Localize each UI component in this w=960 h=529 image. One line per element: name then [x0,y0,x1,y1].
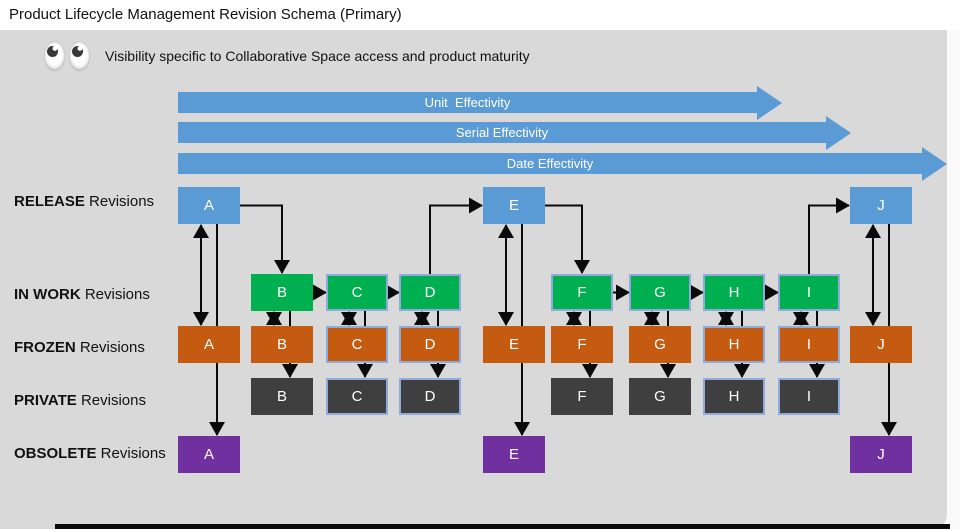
revision-box-release-E: E [483,187,545,224]
revision-box-inwork-H: H [703,274,765,311]
revision-box-obsolete-A: A [178,436,240,473]
revision-box-inwork-I: I [778,274,840,311]
revision-box-frozen-B: B [251,326,313,363]
revision-box-private-H: H [703,378,765,415]
row-label-release: RELEASE Revisions [14,193,154,210]
revision-box-private-C: C [326,378,388,415]
row-label-private: PRIVATE Revisions [14,392,146,409]
revision-box-frozen-A: A [178,326,240,363]
revision-box-inwork-F: F [551,274,613,311]
revision-box-frozen-H: H [703,326,765,363]
row-label-obsolete: OBSOLETE Revisions [14,445,166,462]
revision-box-private-I: I [778,378,840,415]
row-label-inwork-suffix: Revisions [80,286,150,303]
row-label-obsolete-state: OBSOLETE [14,445,97,462]
revision-box-obsolete-J: J [850,436,912,473]
date-effectivity-label: Date Effectivity [506,156,594,171]
visibility-note: Visibility specific to Collaborative Spa… [105,48,530,64]
revision-box-frozen-I: I [778,326,840,363]
unit-effectivity-arrow: Unit Effectivity [178,92,757,113]
revision-box-inwork-G: G [629,274,691,311]
revision-box-obsolete-E: E [483,436,545,473]
row-label-release-suffix: Revisions [84,193,155,210]
row-label-frozen-suffix: Revisions [75,339,145,356]
eye-left-icon [44,41,65,70]
row-label-private-state: PRIVATE [14,392,77,409]
revision-box-release-A: A [178,187,240,224]
row-label-private-suffix: Revisions [76,392,146,409]
revision-box-frozen-F: F [551,326,613,363]
page-title: Product Lifecycle Management Revision Sc… [9,6,402,23]
revision-box-frozen-C: C [326,326,388,363]
revision-box-frozen-G: G [629,326,691,363]
eye-right-icon [69,41,90,70]
serial-effectivity-arrow: Serial Effectivity [178,122,826,143]
revision-box-private-F: F [551,378,613,415]
row-label-obsolete-suffix: Revisions [96,445,166,462]
revision-box-inwork-D: D [399,274,461,311]
revision-box-frozen-J: J [850,326,912,363]
revision-box-frozen-E: E [483,326,545,363]
date-effectivity-arrow: Date Effectivity [178,153,922,174]
unit-effectivity-label: Unit Effectivity [424,95,511,110]
eyes-icon [44,41,90,70]
row-label-frozen-state: FROZEN [14,339,76,356]
revision-box-inwork-C: C [326,274,388,311]
serial-effectivity-label: Serial Effectivity [455,125,549,140]
row-label-inwork: IN WORK Revisions [14,286,150,303]
row-label-inwork-state: IN WORK [14,286,81,303]
revision-box-private-D: D [399,378,461,415]
bottom-edge [55,524,950,529]
row-label-frozen: FROZEN Revisions [14,339,145,356]
revision-box-inwork-B: B [251,274,313,311]
revision-box-private-G: G [629,378,691,415]
revision-box-frozen-D: D [399,326,461,363]
row-label-release-state: RELEASE [14,193,85,210]
revision-box-release-J: J [850,187,912,224]
title-bar: Product Lifecycle Management Revision Sc… [0,0,960,30]
revision-box-private-B: B [251,378,313,415]
